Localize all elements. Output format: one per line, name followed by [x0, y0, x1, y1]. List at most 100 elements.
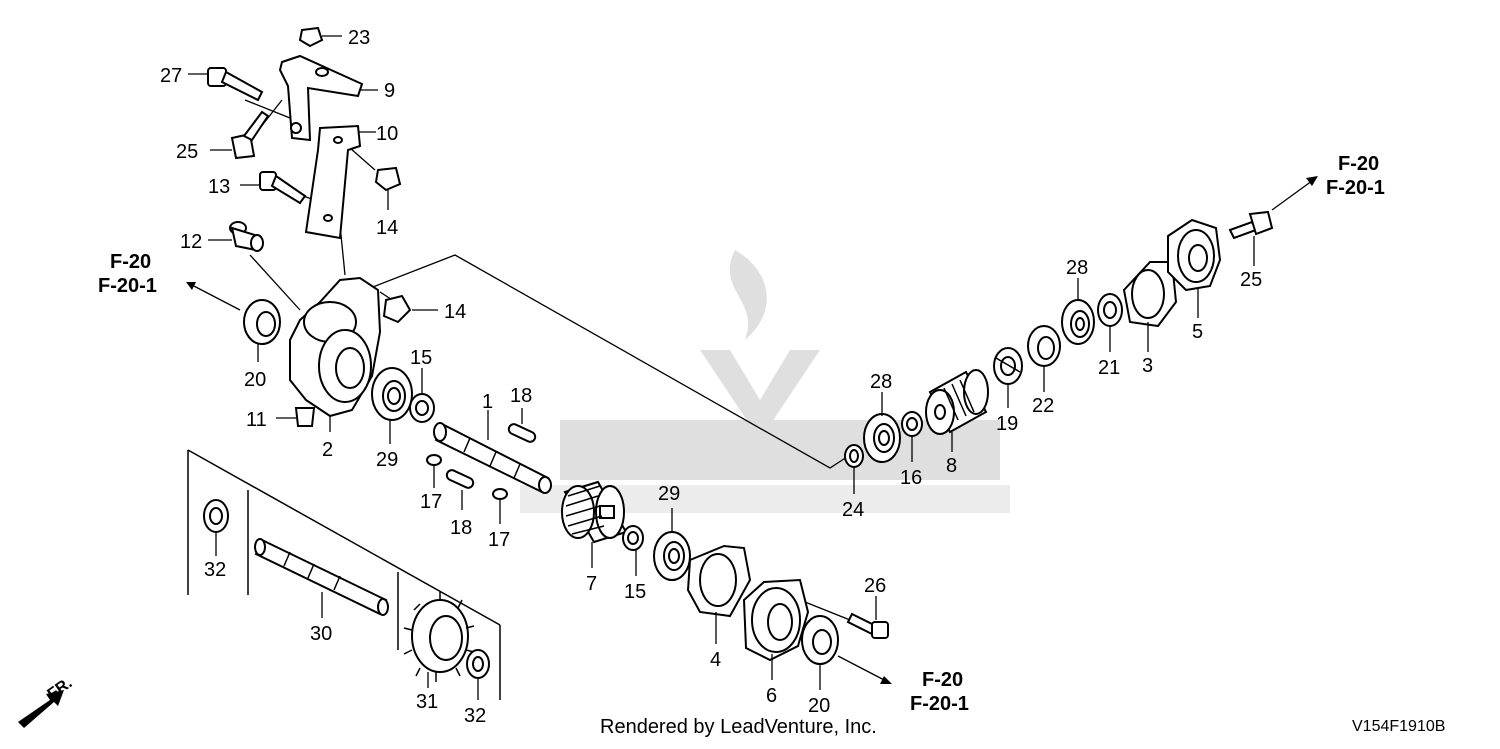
watermark-logo: [520, 250, 1010, 513]
shaft-1: [433, 410, 552, 494]
callout-18: 18: [510, 385, 532, 407]
reference-arrow: [186, 282, 241, 311]
callout-15: 15: [624, 581, 646, 603]
callout-12: 12: [180, 231, 202, 253]
bearing-28: [863, 392, 901, 463]
housing-2: [289, 276, 382, 432]
plug-11: [276, 407, 316, 427]
reference-label-line1: F-20: [1338, 153, 1379, 175]
reference-label-line2: F-20-1: [1326, 177, 1385, 199]
callout-17: 17: [488, 529, 510, 551]
callout-1: 1: [482, 391, 493, 413]
connection-line: [799, 599, 856, 623]
callout-3: 3: [1142, 355, 1153, 377]
circlip-24: [844, 444, 864, 494]
connection-line: [244, 99, 291, 119]
washer-21: [1097, 293, 1123, 352]
callout-27: 27: [160, 65, 182, 87]
bracket-plate-9: [278, 54, 378, 142]
gear-31: [403, 592, 475, 688]
cover-5: [1167, 218, 1222, 318]
worm-gear-8: [925, 369, 989, 452]
bolt-27: [188, 67, 264, 102]
bearing-28: [1061, 278, 1095, 345]
direction-label: FR.: [45, 675, 76, 704]
gasket-4: [686, 544, 752, 644]
callout-17: 17: [420, 491, 442, 513]
reference-label-line2: F-20-1: [98, 275, 157, 297]
washer-16: [901, 411, 923, 462]
bolt-26: [846, 596, 889, 639]
callout-4: 4: [710, 649, 721, 671]
reference-label-line2: F-20-1: [910, 693, 969, 715]
callout-25: 25: [1240, 269, 1262, 291]
reference-label-line1: F-20: [110, 251, 151, 273]
callout-18: 18: [450, 517, 472, 539]
footer-credit: Rendered by LeadVenture, Inc.: [600, 716, 877, 738]
callout-24: 24: [842, 499, 864, 521]
reference-label: F-20 F-20-1: [1326, 153, 1385, 199]
callout-14: 14: [444, 301, 466, 323]
callout-30: 30: [310, 623, 332, 645]
connection-line: [249, 254, 301, 311]
pin-17: [426, 454, 442, 488]
callout-13: 13: [208, 176, 230, 198]
ring-22: [1027, 325, 1061, 392]
subassembly-bracket: [187, 449, 501, 626]
callout-7: 7: [586, 573, 597, 595]
gasket-3: [1122, 261, 1178, 352]
connection-line: [349, 147, 376, 171]
callout-23: 23: [348, 27, 370, 49]
key-18: [507, 408, 537, 443]
washer-15: [409, 368, 435, 423]
bracket-10: [304, 124, 376, 240]
callout-20: 20: [808, 695, 830, 717]
callout-32: 32: [464, 705, 486, 727]
pin-17: [492, 488, 508, 524]
spline-gear-7: [561, 480, 628, 568]
bolt-25: [1228, 210, 1274, 266]
callout-2: 2: [322, 439, 333, 461]
callout-26: 26: [864, 575, 886, 597]
callout-20: 20: [244, 369, 266, 391]
key-18: [445, 469, 475, 510]
callout-6: 6: [766, 685, 777, 707]
callout-22: 22: [1032, 395, 1054, 417]
callout-16: 16: [900, 467, 922, 489]
callout-10: 10: [376, 123, 398, 145]
reference-label: F-20 F-20-1: [98, 251, 157, 297]
shaft-30: [254, 538, 389, 618]
callout-19: 19: [996, 413, 1018, 435]
callout-32: 32: [204, 559, 226, 581]
bearing-29: [371, 367, 413, 444]
connection-line: [359, 254, 851, 469]
callout-9: 9: [384, 80, 395, 102]
bolt-25: [210, 110, 270, 160]
diagram-code: V154F1910B: [1352, 718, 1446, 735]
callout-11: 11: [246, 409, 267, 431]
callout-21: 21: [1098, 357, 1120, 379]
bolt-13: [240, 171, 307, 205]
callout-29: 29: [376, 449, 398, 471]
callout-25: 25: [176, 141, 198, 163]
washer-15: [622, 525, 644, 576]
callout-8: 8: [946, 455, 957, 477]
callout-31: 31: [416, 691, 438, 713]
reference-arrow: [837, 655, 892, 684]
cover-6: [742, 578, 810, 680]
reference-arrow: [1271, 176, 1318, 211]
washer-32: [466, 649, 490, 700]
nut-14: [382, 294, 438, 324]
callout-15: 15: [410, 347, 432, 369]
nut-23: [298, 26, 342, 48]
spring-19: [993, 347, 1023, 408]
callout-29: 29: [658, 483, 680, 505]
callout-labels: 23 27 9 25 10 13 14 12 14 20 2 11 29 15 …: [160, 27, 1262, 727]
washer-32: [203, 499, 229, 556]
reference-label: F-20 F-20-1: [910, 669, 969, 715]
bearing-29: [653, 508, 691, 581]
callout-14: 14: [376, 217, 398, 239]
callout-5: 5: [1192, 321, 1203, 343]
callout-28: 28: [870, 371, 892, 393]
